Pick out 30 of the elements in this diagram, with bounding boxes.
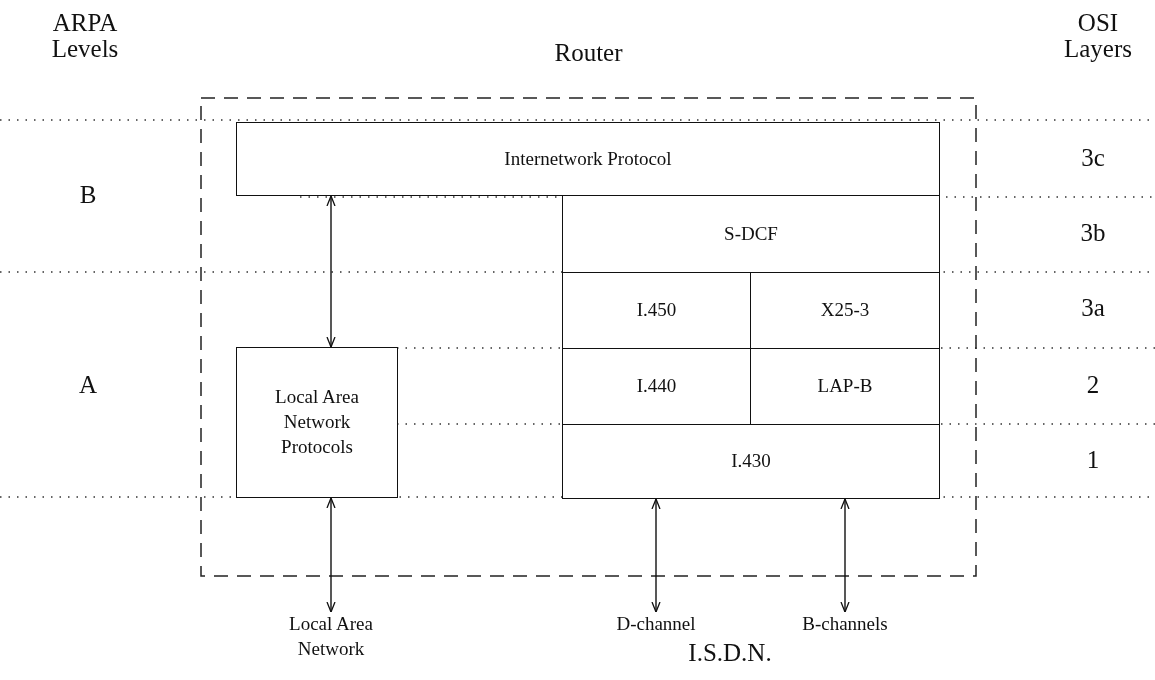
- layer-number: 1: [1086, 447, 1100, 474]
- protocol-name: X25-3: [820, 298, 870, 323]
- protocol-layer-box: [236, 122, 940, 196]
- protocol-name: I.450: [636, 298, 677, 323]
- layer-number: 3b: [1080, 220, 1106, 247]
- level-letter: B: [79, 182, 97, 209]
- protocol-layer-box: [236, 347, 398, 498]
- router-heading: Router: [553, 38, 624, 68]
- layer-number: 3c: [1081, 145, 1105, 172]
- layer-number: 3a: [1081, 295, 1105, 322]
- protocol-name: S-DCF: [724, 221, 778, 246]
- protocol-layer-box: [562, 424, 940, 499]
- double-arrow: [326, 195, 336, 348]
- network-name: D-channel: [616, 612, 696, 636]
- axis-heading: OSI Layers: [1063, 10, 1133, 63]
- double-arrow: [651, 498, 661, 613]
- protocol-name: Local Area Network Protocols: [274, 385, 360, 459]
- protocol-layer-box: [562, 195, 940, 273]
- protocol-name: Internetwork Protocol: [504, 146, 672, 171]
- protocol-name: I.430: [731, 449, 771, 474]
- protocol-name: LAP-B: [817, 374, 873, 399]
- level-letter: A: [78, 372, 98, 399]
- network-name: B-channels: [802, 612, 888, 636]
- double-arrow: [840, 498, 850, 613]
- protocol-name: I.440: [636, 374, 677, 399]
- layer-number: 2: [1086, 372, 1100, 399]
- network-name: Local Area Network: [288, 612, 374, 661]
- axis-heading: ARPA Levels: [50, 10, 120, 63]
- double-arrow: [326, 497, 336, 613]
- network-caption: I.S.D.N.: [688, 640, 772, 667]
